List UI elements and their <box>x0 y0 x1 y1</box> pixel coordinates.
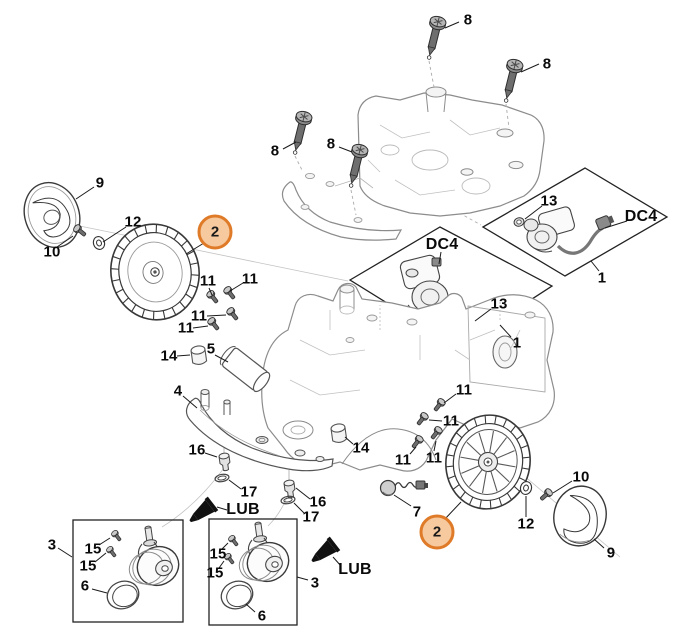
callout-part-4: 4 <box>173 382 183 400</box>
callout-part-1: 1 <box>512 334 522 352</box>
cable-7-drawing <box>379 479 428 497</box>
callout-part-12: 12 <box>517 515 535 533</box>
callout-part-9: 9 <box>606 544 616 562</box>
callout-part-15: 15 <box>84 540 102 558</box>
callout-part-3: 3 <box>310 574 320 592</box>
callout-part-6: 6 <box>80 577 90 595</box>
callout-part-8: 8 <box>270 142 280 160</box>
rear-wheel-2-left-drawing <box>110 223 200 321</box>
rear-wheel-2-right-drawing <box>445 414 531 510</box>
callout-part-11: 11 <box>241 270 259 288</box>
callout-part-11: 11 <box>177 319 195 337</box>
callout-part-16: 16 <box>309 493 327 511</box>
callout-dc4: DC4 <box>425 236 459 253</box>
callout-part-12: 12 <box>124 213 142 231</box>
caster-kit-box-right <box>208 518 298 626</box>
wheel-cap-9-right-drawing <box>553 485 607 547</box>
callout-lub: LUB <box>338 561 372 578</box>
motor-drawing-top <box>523 206 615 255</box>
callout-part-11: 11 <box>199 272 217 290</box>
callout-part-8: 8 <box>326 135 336 153</box>
bumper-4-drawing <box>185 389 334 472</box>
callout-part-8: 8 <box>542 55 552 73</box>
wheel-cap-9-left-drawing <box>23 181 81 249</box>
callout-part-6: 6 <box>257 607 267 625</box>
callout-part-15: 15 <box>79 557 97 575</box>
washer-12-left-drawing <box>92 236 106 250</box>
callout-part-10: 10 <box>43 243 61 261</box>
callout-part-14: 14 <box>352 439 370 457</box>
dc4-kit-box-top <box>481 167 669 277</box>
callout-part-1: 1 <box>597 269 607 287</box>
callout-part-11: 11 <box>425 449 443 467</box>
callout-part-13: 13 <box>490 295 508 313</box>
callout-part-17: 17 <box>240 483 258 501</box>
washer-12-right-drawing <box>519 481 533 495</box>
top-chassis-drawing <box>281 60 545 241</box>
callout-part-16: 16 <box>188 441 206 459</box>
callout-part-5: 5 <box>206 340 216 358</box>
callout-part-11: 11 <box>455 381 473 399</box>
callout-part-13: 13 <box>540 192 558 210</box>
callout-part-15: 15 <box>209 545 227 563</box>
callout-part-7: 7 <box>412 503 422 521</box>
callout-part-15: 15 <box>206 564 224 582</box>
callout-part-8: 8 <box>463 11 473 29</box>
callout-part-11: 11 <box>394 451 412 469</box>
callout-part-3: 3 <box>47 536 57 554</box>
highlight-badge-part-2[interactable]: 2 <box>197 214 233 250</box>
callout-part-10: 10 <box>572 468 590 486</box>
caster-kit-box-left <box>72 519 186 623</box>
callout-part-9: 9 <box>95 174 105 192</box>
callout-part-17: 17 <box>302 508 320 526</box>
callout-part-11: 11 <box>190 307 208 325</box>
callout-part-11: 11 <box>442 412 460 430</box>
callout-lub: LUB <box>226 501 260 518</box>
leader-lines <box>56 21 628 613</box>
roller-5-drawing <box>219 346 271 393</box>
seal-13-top-drawing <box>513 217 525 227</box>
callout-part-14: 14 <box>160 347 178 365</box>
highlight-badge-part-2[interactable]: 2 <box>419 514 455 550</box>
callout-dc4: DC4 <box>624 208 658 225</box>
